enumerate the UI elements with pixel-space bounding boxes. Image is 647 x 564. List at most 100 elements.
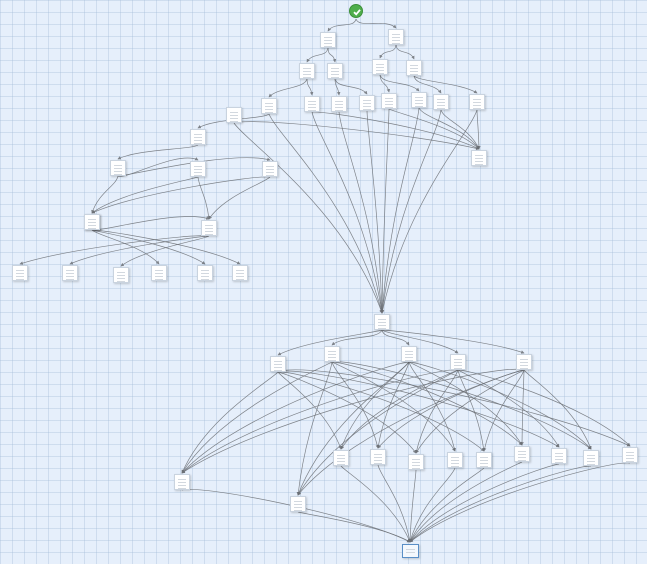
document-lines-icon (337, 455, 345, 465)
edge-o7-to-end (409, 463, 560, 543)
edge-g1-to-h2 (69, 235, 210, 265)
edge-m-to-n5 (381, 329, 525, 354)
edge-start-to-a1 (327, 18, 357, 32)
workflow-node-m[interactable] (374, 314, 390, 330)
edge-n5-to-o3 (415, 369, 525, 454)
workflow-node-n1[interactable] (270, 356, 286, 372)
edge-m-to-n4 (381, 329, 459, 354)
edge-n5-to-p1 (181, 368, 525, 474)
workflow-node-n3[interactable] (401, 346, 417, 362)
workflow-node-d1[interactable] (190, 129, 206, 145)
edge-o8-to-end (409, 465, 592, 543)
workflow-node-e1[interactable] (110, 160, 126, 176)
document-lines-icon (405, 549, 415, 554)
document-lines-icon (473, 99, 481, 109)
edge-o3-to-end (408, 469, 417, 543)
workflow-node-a2[interactable] (388, 29, 404, 45)
edge-f2-to-g2 (91, 176, 271, 214)
end-node[interactable] (401, 544, 419, 558)
edge-p2-to-end (297, 511, 411, 543)
document-lines-icon (201, 270, 209, 280)
workflow-node-h5[interactable] (197, 265, 213, 281)
edge-f1-to-g2 (91, 176, 199, 214)
edge-b2-to-c3 (334, 78, 341, 96)
edge-a1-to-b2 (327, 47, 337, 63)
workflow-node-n4[interactable] (450, 354, 466, 370)
workflow-node-b4[interactable] (406, 60, 422, 76)
document-lines-icon (328, 351, 336, 361)
edge-n1-to-o7 (277, 370, 560, 448)
edge-m-to-n3 (381, 329, 410, 346)
edge-e1-to-f3 (91, 175, 119, 214)
workflow-node-c8[interactable] (469, 94, 485, 110)
workflow-node-h6[interactable] (232, 265, 248, 281)
edge-c6-to-r1 (418, 107, 480, 150)
workflow-node-o8[interactable] (583, 450, 599, 466)
workflow-node-o9[interactable] (622, 447, 638, 463)
edge-o1-to-end (340, 465, 411, 543)
edge-m-to-n2 (331, 329, 383, 346)
document-lines-icon (155, 270, 163, 280)
workflow-node-g1[interactable] (201, 220, 217, 236)
workflow-node-o7[interactable] (551, 448, 567, 464)
workflow-node-o4[interactable] (447, 452, 463, 468)
workflow-node-c7[interactable] (433, 94, 449, 110)
edge-c5-to-r1 (388, 108, 480, 150)
edge-n4-to-p1 (181, 369, 459, 474)
document-lines-icon (66, 270, 74, 280)
workflow-node-c1[interactable] (261, 98, 277, 114)
edge-b3-to-c5 (379, 74, 391, 93)
edge-n4-to-p2 (297, 369, 459, 496)
checkmark-icon (349, 4, 363, 18)
workflow-node-p1[interactable] (174, 474, 190, 490)
edge-n2-to-p2 (296, 361, 333, 496)
workflow-node-p2[interactable] (290, 496, 306, 512)
edge-n2-to-o2 (331, 361, 380, 449)
workflow-node-o1[interactable] (333, 450, 349, 466)
edge-f1-to-g1 (197, 176, 211, 220)
edge-c4-to-m (366, 110, 384, 314)
document-lines-icon (363, 100, 371, 110)
edge-n3-to-p2 (297, 361, 410, 496)
workflow-node-h3[interactable] (113, 267, 129, 283)
workflow-node-h4[interactable] (151, 265, 167, 281)
document-lines-icon (626, 452, 634, 462)
document-lines-icon (475, 155, 483, 165)
workflow-node-b2[interactable] (327, 63, 343, 79)
workflow-node-a1[interactable] (320, 32, 336, 48)
workflow-node-f2[interactable] (262, 161, 278, 177)
workflow-node-h2[interactable] (62, 265, 78, 281)
workflow-node-o2[interactable] (370, 449, 386, 465)
workflow-node-c6[interactable] (411, 92, 427, 108)
workflow-node-n5[interactable] (516, 354, 532, 370)
edge-n1-to-o3 (277, 371, 417, 454)
workflow-node-c5[interactable] (381, 93, 397, 109)
document-lines-icon (385, 98, 393, 108)
edge-b2-to-c4 (334, 78, 368, 95)
workflow-node-n2[interactable] (324, 346, 340, 362)
start-node[interactable] (347, 2, 365, 20)
workflow-node-c9[interactable] (226, 107, 242, 123)
document-lines-icon (308, 101, 316, 111)
workflow-node-f1[interactable] (190, 161, 206, 177)
workflow-node-c3[interactable] (331, 96, 347, 112)
edge-g1-to-h1 (19, 235, 210, 265)
edge-n3-to-o8 (408, 361, 592, 450)
document-lines-icon (117, 272, 125, 282)
workflow-node-o6[interactable] (514, 446, 530, 462)
workflow-node-c2[interactable] (304, 96, 320, 112)
edge-n2-to-o6 (331, 361, 523, 446)
workflow-node-h1[interactable] (12, 265, 28, 281)
document-lines-icon (303, 68, 311, 78)
workflow-node-o3[interactable] (408, 454, 424, 470)
workflow-node-o5[interactable] (476, 452, 492, 468)
workflow-node-c4[interactable] (359, 95, 375, 111)
edge-n3-to-p1 (181, 361, 410, 474)
workflow-node-g2[interactable] (84, 214, 100, 230)
workflow-node-b1[interactable] (299, 63, 315, 79)
document-lines-icon (437, 99, 445, 109)
workflow-node-b3[interactable] (372, 59, 388, 75)
document-lines-icon (410, 65, 418, 75)
workflow-node-r1[interactable] (471, 150, 487, 166)
